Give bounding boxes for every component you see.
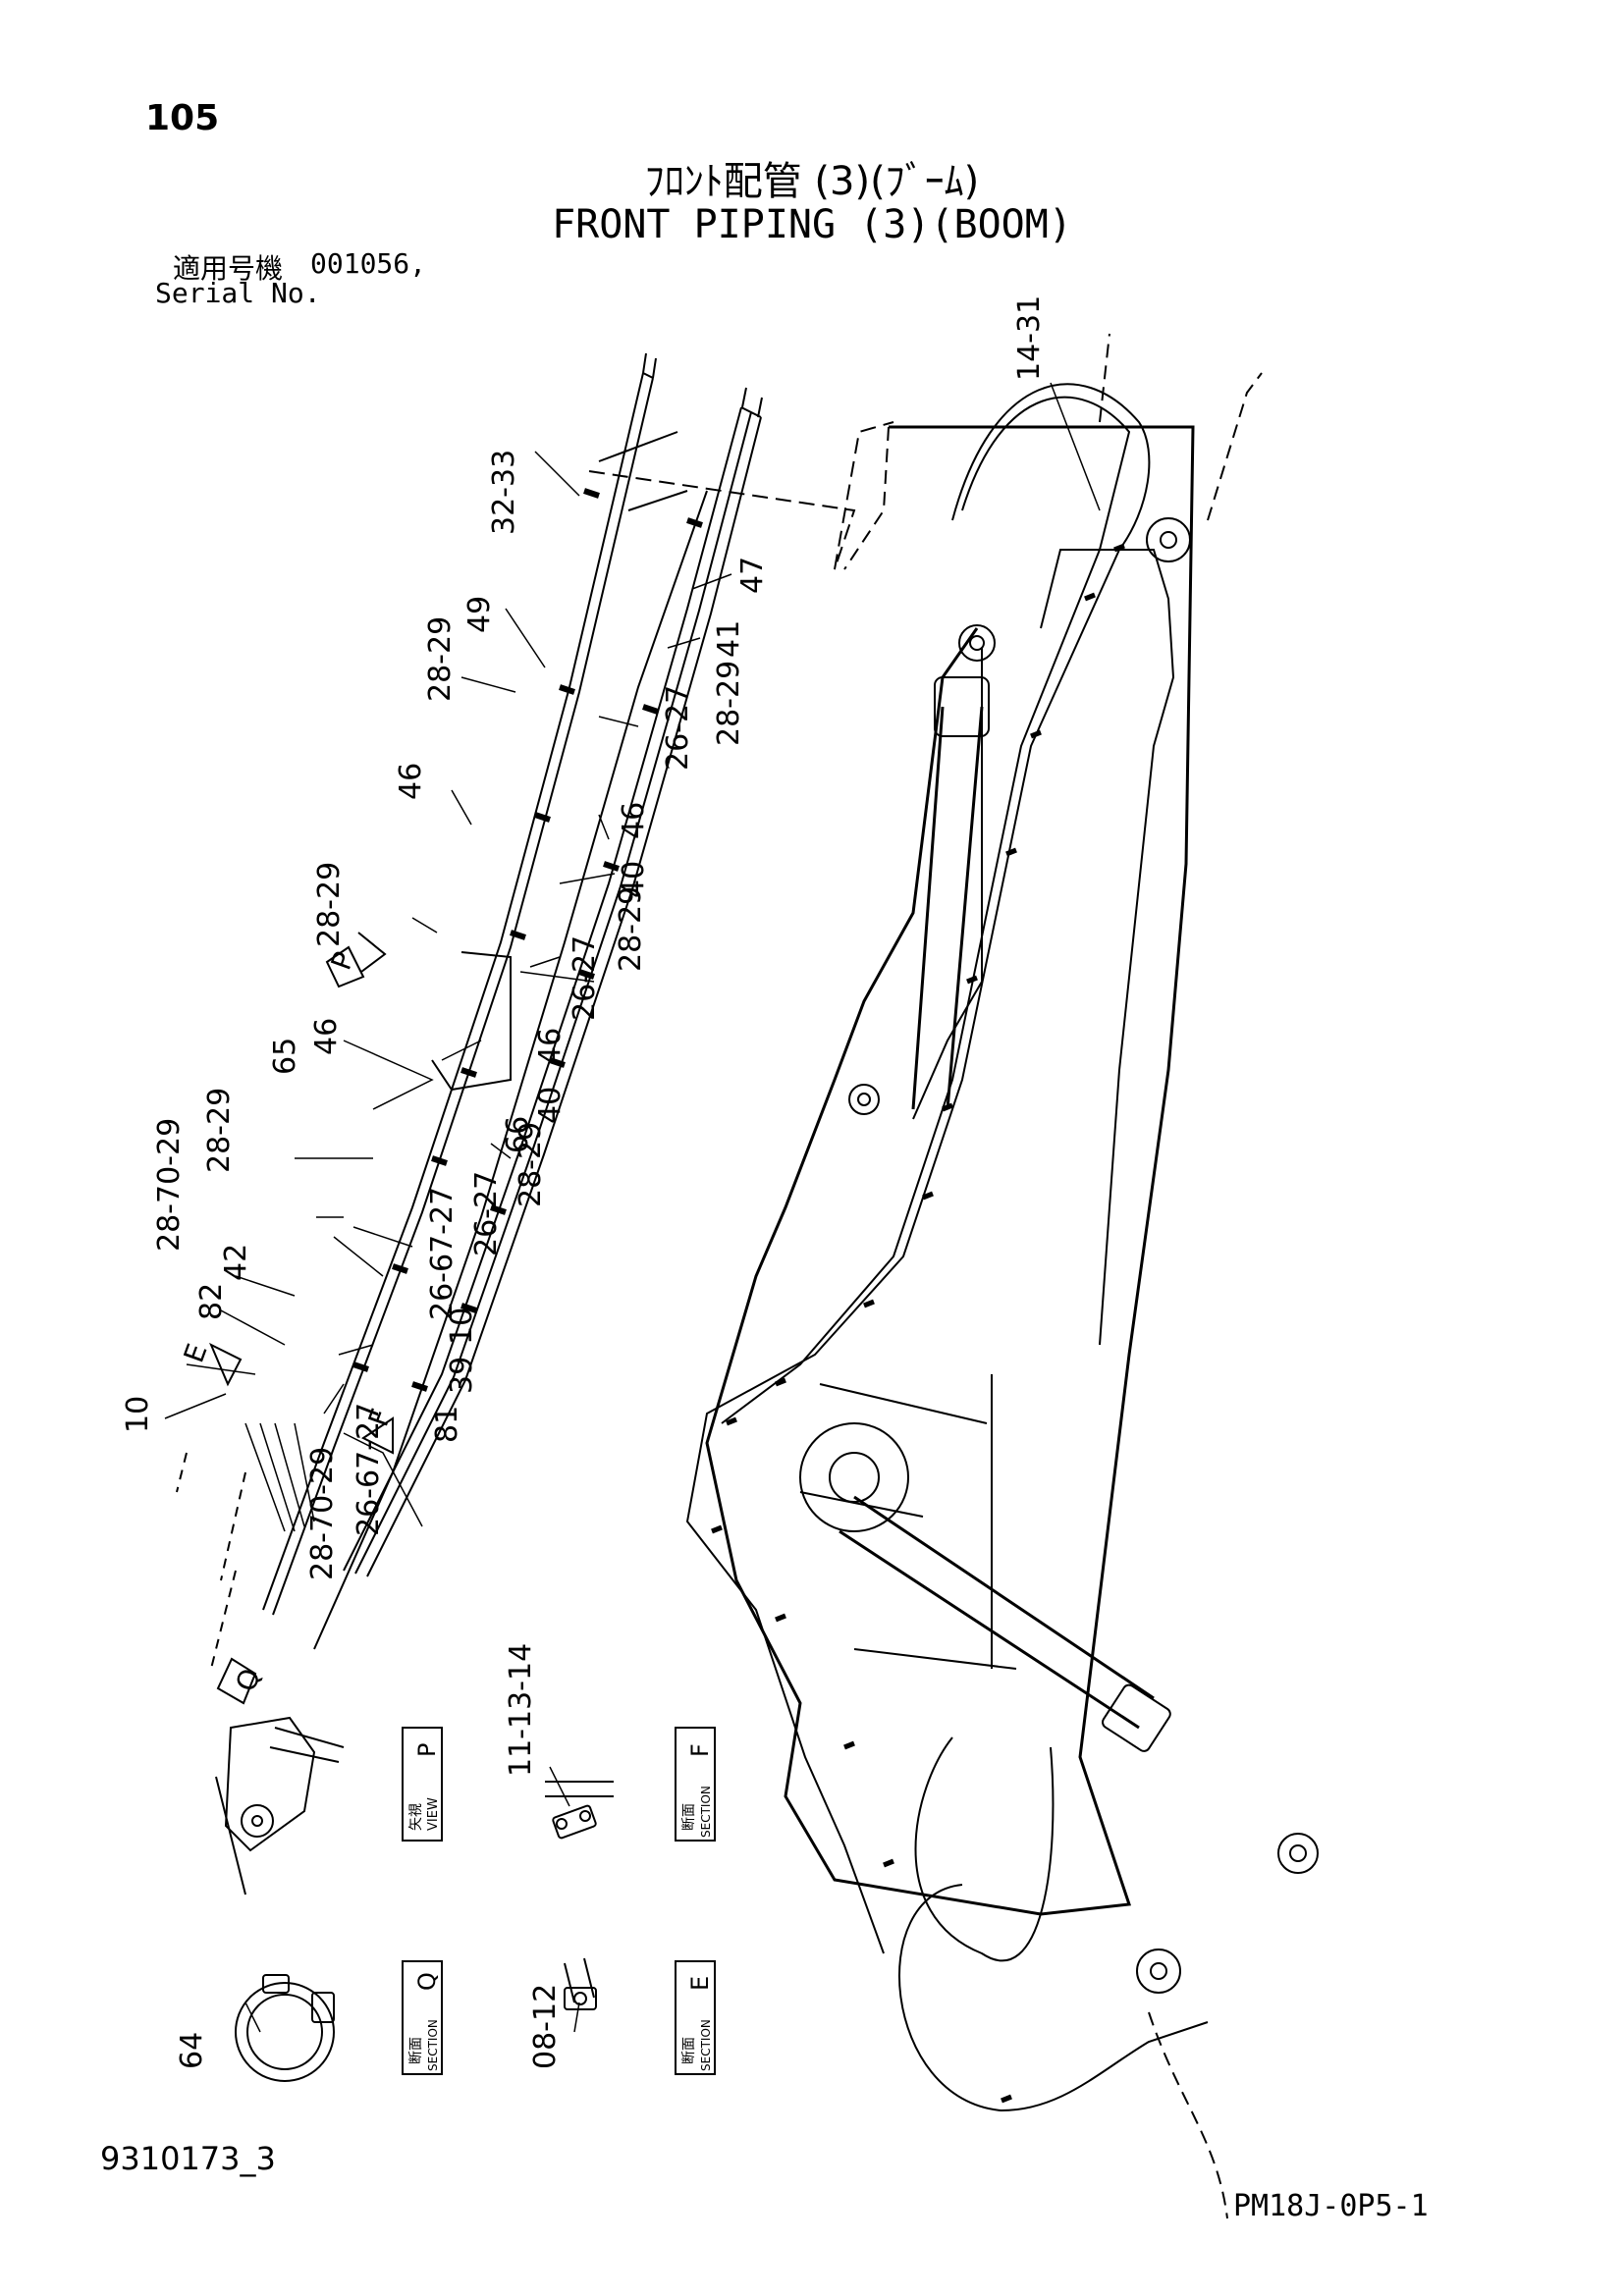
callout-81: 81 bbox=[430, 1406, 464, 1443]
callout-46-a: 46 bbox=[394, 763, 428, 800]
detail-p-clamp bbox=[545, 1781, 614, 1840]
callout-42: 42 bbox=[219, 1244, 253, 1281]
detail-e-letter: E bbox=[686, 1976, 714, 1991]
callout-40-b: 40 bbox=[533, 1087, 568, 1124]
detail-f-jp: 断面 bbox=[681, 1803, 697, 1831]
page-number: 105 bbox=[145, 98, 220, 138]
detail-e-en: SECTION bbox=[699, 2019, 713, 2071]
callout-08-12: 08-12 bbox=[528, 1984, 563, 2069]
detail-q-en: SECTION bbox=[426, 2019, 440, 2071]
serial-label-english: Serial No. bbox=[155, 277, 321, 309]
title-japanese: ﾌﾛﾝﾄ配管 (3)(ﾌﾞｰﾑ) bbox=[644, 159, 980, 204]
callout-40-a: 40 bbox=[617, 861, 651, 898]
detail-q-section bbox=[235, 1974, 335, 2082]
title-english: FRONT PIPING (3)(BOOM) bbox=[552, 202, 1072, 247]
callouts: 14-31 32-33 47 49 41 28-29 28-29 26-27 4… bbox=[121, 295, 1047, 2069]
callout-46-d: 46 bbox=[533, 1028, 568, 1065]
view-marker-q: Q bbox=[230, 1664, 268, 1695]
detail-q-jp: 断面 bbox=[408, 2037, 424, 2064]
callout-28-70-29-b: 28-70-29 bbox=[305, 1447, 340, 1580]
callout-10-a: 10 bbox=[121, 1396, 155, 1433]
callout-39: 39 bbox=[445, 1357, 479, 1394]
callout-28-29-a: 28-29 bbox=[423, 616, 458, 702]
callout-46-b: 46 bbox=[617, 802, 651, 839]
callout-14-31: 14-31 bbox=[1012, 295, 1047, 381]
boom-body bbox=[685, 333, 1319, 2219]
callout-28-29-c: 28-29 bbox=[312, 862, 347, 947]
callout-64: 64 bbox=[175, 2032, 209, 2069]
serial-number-value: 001056, bbox=[310, 247, 427, 280]
detail-e-section bbox=[564, 1957, 597, 2010]
callout-82: 82 bbox=[194, 1283, 229, 1320]
callout-41: 41 bbox=[712, 620, 746, 658]
serial-label-japanese: 適用号機 bbox=[173, 252, 284, 285]
sheet-code: PM18J-0P5-1 bbox=[1233, 2189, 1429, 2223]
callout-28-70-29-a: 28-70-29 bbox=[152, 1118, 187, 1252]
callout-28-29-f: 28-29 bbox=[514, 1122, 548, 1207]
callout-65: 65 bbox=[268, 1038, 302, 1075]
detail-p-en: VIEW bbox=[426, 1797, 441, 1831]
section-label-boxes bbox=[402, 1727, 716, 2075]
callout-49: 49 bbox=[462, 596, 497, 633]
detail-q-letter: Q bbox=[413, 1972, 441, 1991]
callout-28-29-e: 28-29 bbox=[202, 1088, 237, 1173]
callout-26-67-27-a: 26-67-27 bbox=[425, 1187, 460, 1320]
callout-10-b: 10 bbox=[445, 1308, 479, 1345]
detail-f-letter: F bbox=[686, 1743, 714, 1757]
leader-lines bbox=[164, 382, 1101, 2033]
detail-p-jp: 矢視 bbox=[408, 1803, 424, 1831]
view-markers bbox=[209, 932, 394, 1705]
callout-26-27-a: 26-27 bbox=[661, 685, 695, 771]
detail-p-letter: P bbox=[413, 1743, 441, 1757]
callout-32-33: 32-33 bbox=[487, 450, 521, 535]
callout-26-27-b: 26-27 bbox=[568, 935, 602, 1021]
piping-assembly bbox=[176, 352, 894, 1670]
callout-28-29-d: 28-29 bbox=[614, 886, 648, 972]
callout-46-c: 46 bbox=[309, 1018, 344, 1055]
callout-11-13-14: 11-13-14 bbox=[504, 1643, 538, 1777]
callout-26-67-27-b: 26-67-27 bbox=[352, 1403, 386, 1536]
drawing-code: 9310173_3 bbox=[100, 2140, 276, 2177]
callout-26-27-c: 26-27 bbox=[469, 1171, 504, 1256]
detail-f-en: SECTION bbox=[699, 1786, 713, 1838]
callout-28-29-b: 28-29 bbox=[712, 661, 746, 746]
callout-47: 47 bbox=[735, 557, 770, 594]
detail-q-view bbox=[215, 1716, 345, 1896]
view-marker-e: E bbox=[178, 1339, 214, 1366]
detail-e-jp: 断面 bbox=[681, 2037, 697, 2064]
callout-66: 66 bbox=[501, 1116, 535, 1153]
